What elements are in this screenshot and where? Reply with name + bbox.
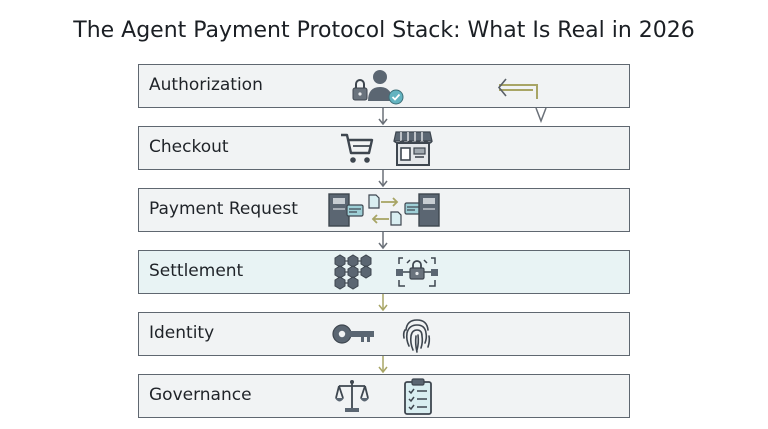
connector-arrow [378, 232, 388, 250]
layer-label: Identity [149, 323, 215, 343]
terminal-icon [404, 193, 440, 227]
connector-arrow [378, 294, 388, 312]
shopping-cart-icon [341, 133, 374, 163]
connector-arrow [535, 107, 547, 124]
layer-payment-request: Payment Request [138, 188, 630, 232]
storefront-icon [393, 131, 433, 166]
layer-settlement: Settlement [138, 250, 630, 294]
key-icon [332, 324, 374, 344]
connector-arrow [378, 356, 388, 374]
layer-governance: Governance [138, 374, 630, 418]
connector-arrow [378, 108, 388, 126]
user-lock-check-icon [352, 70, 404, 105]
layer-checkout: Checkout [138, 126, 630, 170]
lock-network-icon [396, 257, 438, 287]
layer-identity: Identity [138, 312, 630, 356]
layer-authorization: Authorization [138, 64, 630, 108]
document-exchange-icon [368, 194, 402, 226]
layer-label: Settlement [149, 261, 244, 281]
return-arrow-icon [497, 78, 538, 99]
scales-icon [335, 380, 369, 412]
layer-label: Checkout [149, 137, 229, 157]
layer-label: Authorization [149, 75, 263, 95]
clipboard-checklist-icon [404, 378, 432, 415]
diagram-title: The Agent Payment Protocol Stack: What I… [73, 18, 695, 43]
layer-label: Governance [149, 385, 252, 405]
terminal-icon [328, 193, 364, 227]
block-network-icon [334, 254, 372, 290]
connector-arrow [378, 170, 388, 188]
layer-label: Payment Request [149, 199, 298, 219]
fingerprint-icon [402, 319, 431, 353]
